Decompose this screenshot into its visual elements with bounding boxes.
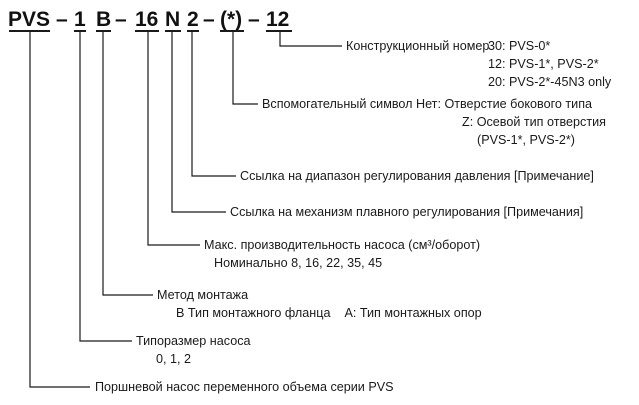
label-aux: Вспомогательный символ Нет: Отверстие бо… — [262, 97, 592, 111]
leader-aux — [232, 32, 258, 105]
label-aux-z-models: (PVS-1*, PVS-2*) — [477, 133, 575, 147]
leader-displacement — [147, 32, 200, 246]
code-mount: B — [96, 8, 111, 31]
leader-smooth — [171, 32, 226, 213]
code-dash-4: – — [248, 8, 260, 31]
leader-series — [29, 32, 90, 388]
label-design-20: 20: PVS-2*-45N3 only — [488, 75, 612, 89]
code-dash-3: – — [203, 8, 215, 31]
label-design-12: 12: PVS-1*, PVS-2* — [488, 57, 599, 71]
label-displacement-values: Номинально 8, 16, 22, 35, 45 — [214, 256, 382, 270]
code-design: 12 — [266, 8, 289, 31]
code-pvs: PVS — [8, 8, 50, 31]
label-pressure: Ссылка на диапазон регулирования давлени… — [240, 169, 594, 183]
label-design: Конструкционный номер — [346, 39, 489, 53]
label-mount-options: B Тип монтажного фланца A: Тип монтажных… — [176, 306, 482, 320]
label-size-values: 0, 1, 2 — [156, 352, 191, 366]
leader-mount — [102, 32, 153, 296]
label-smooth: Ссылка на механизм плавного регулировани… — [230, 205, 583, 219]
label-design-30: 30: PVS-0* — [488, 39, 550, 53]
code-dash-2: – — [115, 8, 127, 31]
code-pressure: 2 — [187, 8, 199, 31]
label-displacement: Макс. производительность насоса (см³/обо… — [204, 238, 480, 252]
code-dash-1: – — [56, 8, 68, 31]
leader-size — [79, 32, 132, 342]
leader-pressure — [191, 32, 236, 177]
label-size: Типоразмер насоса — [136, 334, 251, 348]
code-aux: (*) — [220, 8, 242, 31]
code-smooth: N — [165, 8, 180, 31]
leader-design — [279, 32, 342, 47]
code-displacement: 16 — [135, 8, 158, 31]
label-mount: Метод монтажа — [157, 288, 248, 302]
label-series: Поршневой насос переменного объема серии… — [95, 380, 394, 394]
label-aux-z: Z: Осевой тип отверстия — [462, 115, 606, 129]
code-size: 1 — [74, 8, 86, 31]
